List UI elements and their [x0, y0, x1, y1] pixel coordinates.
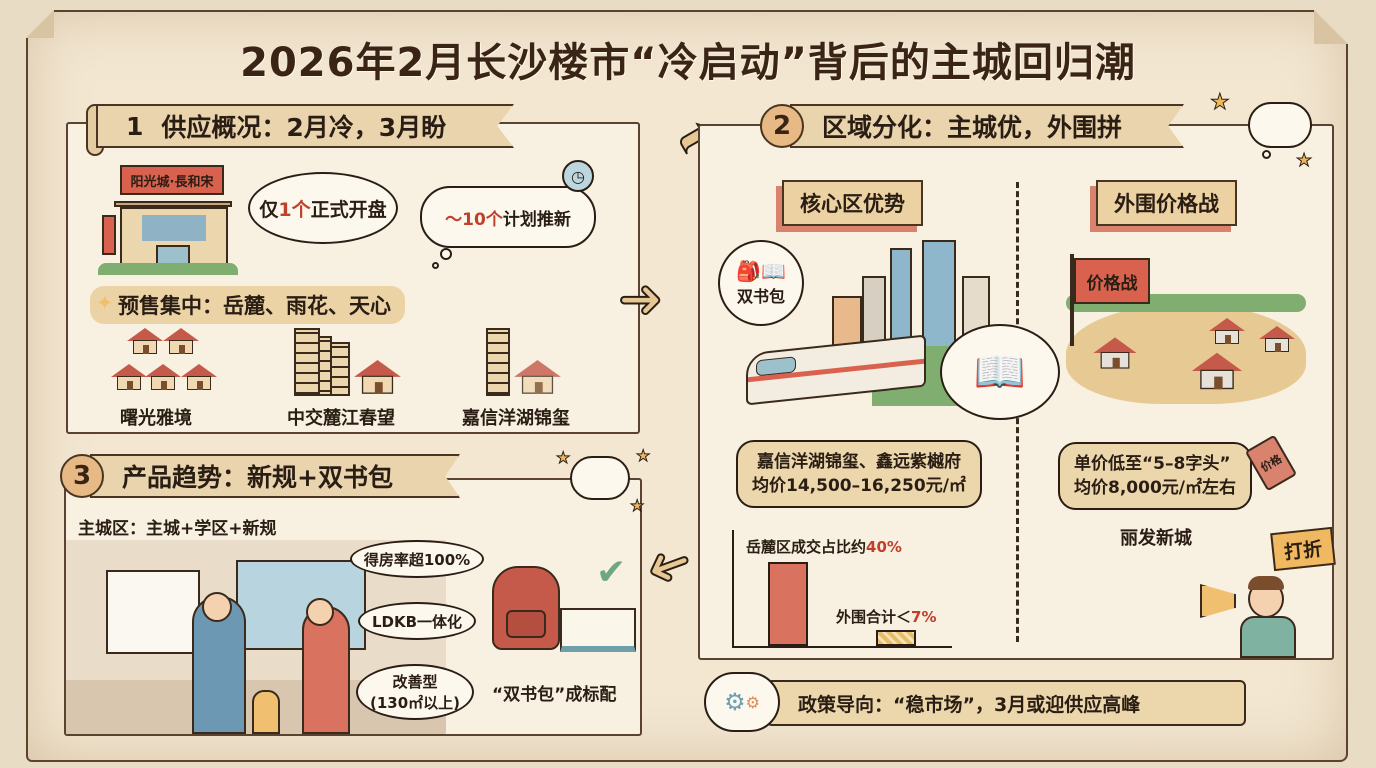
project-name: 中交麓江春望: [287, 408, 395, 429]
outer-price-box[interactable]: 单价低至“5–8字头” 均价8,000元/㎡左右: [1058, 442, 1252, 510]
star-icon: ★: [555, 448, 571, 468]
book-speech-bubble: 📖: [940, 324, 1060, 420]
core-projects: 嘉信洋湖锦玺、鑫远紫樾府: [756, 452, 961, 472]
thought-dot: [1262, 150, 1271, 159]
bar-outer: [876, 630, 916, 646]
section-3-heading: 产品趋势：新规+双书包: [122, 463, 393, 492]
thought-cloud-new-launches: ～10个计划推新: [420, 186, 596, 248]
section-3-ribbon: 产品趋势：新规+双书包: [90, 454, 460, 498]
transaction-share-chart: 岳麓区成交占比约40% 外围合计＜7%: [728, 524, 958, 652]
policy-banner[interactable]: 政策导向：“稳市场”，3月或迎供应高峰: [766, 680, 1246, 726]
star-icon: ★: [635, 446, 651, 466]
page-curl-top-right: [1314, 10, 1348, 44]
section-2-number: 2: [760, 104, 804, 148]
gear-icon: ⚙: [745, 692, 760, 712]
section-1-heading: 供应概况：2月冷，3月盼: [161, 113, 447, 142]
thought-dot: [432, 262, 439, 269]
tower-house-icon: [486, 328, 566, 398]
sales-office-building-icon: 阳光城·長和宋: [98, 165, 238, 275]
section-3-number: 3: [60, 454, 104, 498]
thought-cloud-decoration: [1248, 102, 1312, 148]
thought-cloud-decoration: [570, 456, 630, 500]
section-2-heading: 区域分化：主城优，外围拼: [822, 113, 1123, 142]
arrow-right-icon: ➜: [617, 267, 664, 330]
checkmark-icon: ✔: [596, 552, 627, 593]
core-area-label: 核心区优势: [782, 180, 923, 226]
double-schoolbag-bubble: 🎒📖 双书包: [718, 240, 804, 326]
discount-sign: 打折: [1270, 526, 1336, 572]
policy-text: 政策导向：“稳市场”，3月或迎供应高峰: [798, 693, 1141, 716]
outer-price-line2: 均价8,000元/㎡左右: [1074, 478, 1236, 498]
backpack-caption: “双书包”成标配: [492, 685, 617, 705]
presale-highlight: ✦ 预售集中：岳麓、雨花、天心: [90, 286, 405, 324]
bubble-ldkb: LDKB一体化: [358, 602, 476, 640]
page-title: 2026年2月长沙楼市“冷启动”背后的主城回归潮: [240, 40, 1136, 86]
villa-houses-icon: [111, 328, 228, 398]
star-icon: ★: [629, 496, 645, 516]
gear-icon: ⚙: [724, 688, 746, 716]
bubble-efficiency: 得房率超100%: [350, 540, 484, 578]
section-1-ribbon: 1 供应概况：2月冷，3月盼: [96, 104, 514, 148]
section-2-ribbon: 区域分化：主城优，外围拼: [790, 104, 1184, 148]
section-1-number: 1: [126, 111, 144, 141]
outer-area-name: 丽发新城: [1120, 528, 1192, 549]
megaphone-person-illustration: [1200, 540, 1330, 658]
gears-cloud: ⚙⚙: [704, 672, 780, 732]
backpack-icon: [492, 566, 560, 650]
alarm-clock-icon: ◷: [562, 160, 594, 192]
star-icon: ✦: [96, 291, 114, 315]
suburb-price-war-illustration: [1066, 250, 1306, 420]
building-sign: 阳光城·長和宋: [120, 165, 224, 195]
backpack-book-icon: 🎒📖: [736, 259, 786, 283]
megaphone-icon: [1200, 584, 1236, 618]
project-name: 曙光雅境: [120, 408, 192, 429]
star-icon: ★: [1210, 90, 1231, 116]
outer-price-line1: 单价低至“5–8字头”: [1074, 454, 1231, 474]
floor-plan-screen: [106, 570, 200, 654]
open-book-icon: 📖: [973, 347, 1027, 396]
core-price-box[interactable]: 嘉信洋湖锦玺、鑫远紫樾府 均价14,500–16,250元/㎡: [736, 440, 982, 508]
towers-house-icon: [292, 328, 402, 398]
page-curl-top-left: [26, 10, 54, 38]
project-name: 嘉信洋湖锦玺: [462, 408, 570, 429]
outer-area-label: 外围价格战: [1096, 180, 1237, 226]
section-3-subheading: 主城区：主城+学区+新规: [78, 519, 277, 539]
bar-yuelu: [768, 562, 808, 646]
open-book-icon: [560, 608, 636, 652]
core-price: 均价14,500–16,250元/㎡: [752, 476, 966, 496]
bubble-improvement: 改善型 (130㎡以上): [356, 664, 474, 720]
star-icon: ★: [1295, 150, 1313, 172]
thought-dot: [440, 248, 452, 260]
